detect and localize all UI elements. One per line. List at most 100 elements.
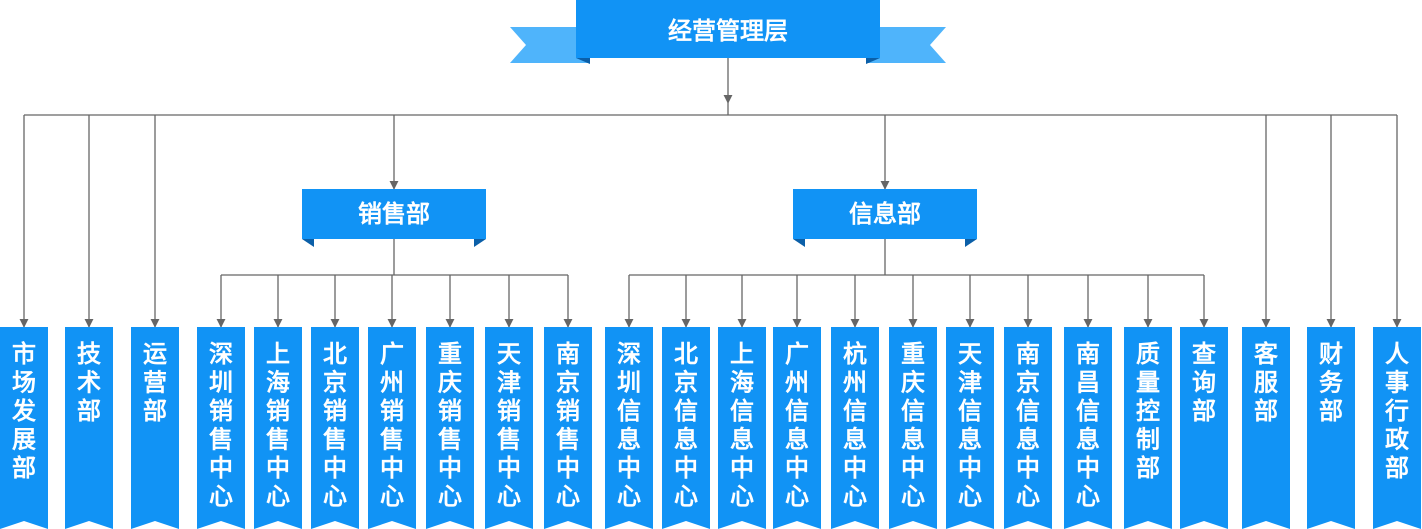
leaf-label-char: 售 <box>380 426 404 454</box>
root-node-management[interactable]: 经营管理层 <box>510 0 946 64</box>
leaf-label-char: 客 <box>1254 340 1279 368</box>
leaf-label-char: 息 <box>617 426 641 454</box>
leaf-label-char: 部 <box>12 454 36 482</box>
leaf-label-char: 息 <box>785 426 809 454</box>
leaf-label-char: 京 <box>556 369 580 397</box>
leaf-label-char: 海 <box>730 369 754 397</box>
leaf-label-char: 查 <box>1192 340 1216 368</box>
leaf-label-char: 运 <box>143 340 167 368</box>
leaf-label-char: 销 <box>380 397 404 425</box>
leaf-box <box>946 327 994 529</box>
leaf-label-char: 部 <box>77 397 101 425</box>
leaf-box <box>605 327 653 529</box>
leaf-label-char: 天 <box>958 340 982 368</box>
leaf-label-char: 中 <box>266 454 290 482</box>
leaf-label-char: 部 <box>1385 454 1409 482</box>
leaf-node[interactable]: 财务部 <box>1307 327 1355 529</box>
leaf-label-char: 心 <box>958 483 982 511</box>
mid-box <box>302 189 486 239</box>
leaf-box <box>1180 327 1228 529</box>
leaf-label-char: 中 <box>1076 454 1100 482</box>
mid-node-info[interactable]: 信息部 <box>793 189 977 247</box>
leaf-label-char: 政 <box>1385 426 1409 454</box>
root-box <box>576 0 880 58</box>
leaf-label-char: 州 <box>785 369 809 397</box>
leaf-label-char: 中 <box>380 454 404 482</box>
leaf-box <box>662 327 710 529</box>
leaf-label-char: 重 <box>438 340 462 368</box>
leaf-label-char: 信 <box>674 397 698 425</box>
leaf-label-char: 心 <box>497 483 521 511</box>
leaf-box <box>0 327 48 529</box>
leaf-label-char: 津 <box>497 369 521 397</box>
leaf-label-char: 圳 <box>209 369 233 397</box>
leaf-label-char: 海 <box>266 369 290 397</box>
leaf-label-char: 杭 <box>843 340 867 368</box>
leaf-label-char: 销 <box>323 397 347 425</box>
leaf-label-char: 信 <box>785 397 809 425</box>
root-fold-right <box>866 58 880 64</box>
mid-fold-left <box>793 239 805 247</box>
leaf-label-char: 信 <box>958 397 982 425</box>
leaf-label-char: 部 <box>143 397 167 425</box>
leaf-label-char: 心 <box>266 483 290 511</box>
leaf-node[interactable]: 运营部 <box>131 327 179 529</box>
leaf-label-char: 心 <box>843 483 867 511</box>
leaf-label-char: 人 <box>1385 340 1409 368</box>
leaf-label-char: 中 <box>323 454 347 482</box>
leaf-label-char: 中 <box>209 454 233 482</box>
leaf-label-char: 销 <box>438 397 462 425</box>
leaf-label-char: 中 <box>617 454 641 482</box>
leaf-label-char: 中 <box>730 454 754 482</box>
leaf-box <box>65 327 113 529</box>
leaf-label-char: 质 <box>1136 340 1160 368</box>
leaf-label-char: 展 <box>12 426 36 454</box>
leaf-label-char: 售 <box>556 426 580 454</box>
leaf-label-char: 息 <box>1076 426 1100 454</box>
leaf-node[interactable]: 技术部 <box>65 327 113 529</box>
leaf-label-char: 京 <box>323 369 347 397</box>
leaf-label-char: 市 <box>12 340 36 368</box>
leaf-node[interactable]: 客服部 <box>1242 327 1290 529</box>
leaf-label-char: 深 <box>617 340 641 368</box>
leaf-label-char: 服 <box>1254 369 1279 397</box>
leaf-label-char: 术 <box>77 369 101 397</box>
leaf-node[interactable]: 查询部 <box>1180 327 1228 529</box>
leaf-box <box>368 327 416 529</box>
leaf-label-char: 上 <box>266 340 290 368</box>
leaf-label-char: 中 <box>497 454 521 482</box>
root-ribbon-left <box>510 27 590 63</box>
leaf-label-char: 销 <box>209 397 233 425</box>
leaf-label-char: 心 <box>438 483 462 511</box>
mid-node-sales[interactable]: 销售部 <box>302 189 486 247</box>
leaf-label-char: 庆 <box>438 369 462 397</box>
leaf-label-char: 务 <box>1319 369 1344 397</box>
leaf-label-char: 售 <box>209 426 233 454</box>
leaf-label-char: 销 <box>497 397 521 425</box>
leaf-label-char: 上 <box>730 340 754 368</box>
leaf-label-char: 制 <box>1136 426 1160 454</box>
leaf-nodes: 市场发展部技术部运营部深圳销售中心上海销售中心北京销售中心广州销售中心重庆销售中… <box>0 327 1421 529</box>
leaf-label-char: 询 <box>1192 369 1216 397</box>
leaf-box <box>485 327 533 529</box>
leaf-box <box>1124 327 1172 529</box>
